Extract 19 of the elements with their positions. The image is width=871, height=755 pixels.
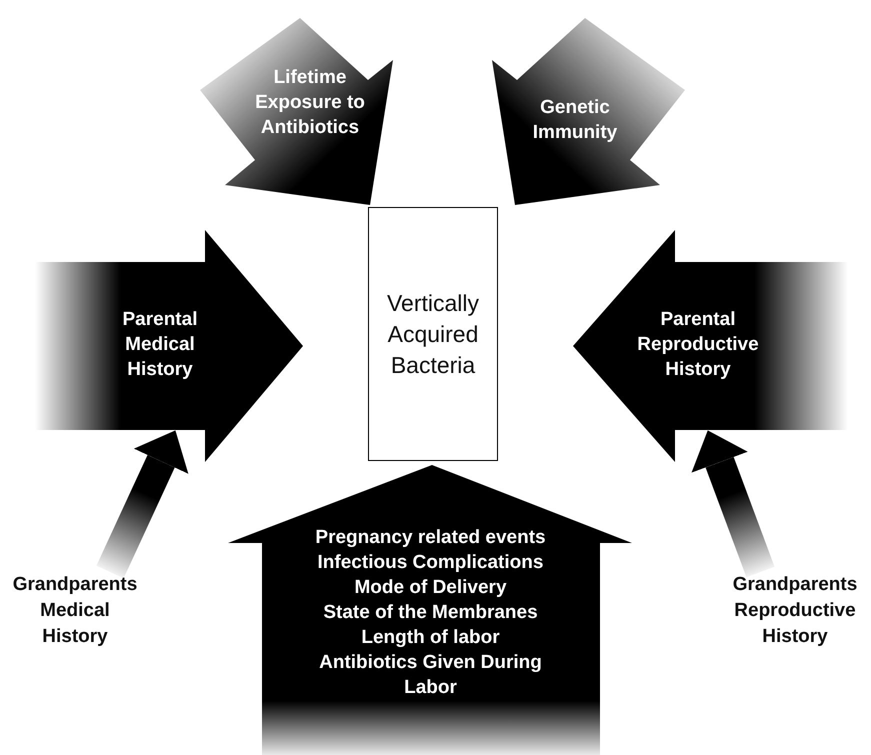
arrow-label: Parental Reproductive History [636,308,760,382]
arrow-label: Mode of Delivery [354,576,507,600]
node-label: Grandparents Reproductive History [732,573,858,649]
arrow-label: State of the Membranes [323,601,538,625]
arrow-label: Lifetime Exposure to Antibiotics [254,66,366,140]
arrow-label: Parental Medical History [122,308,198,382]
arrow-label: Genetic Immunity [532,96,618,145]
process-box [368,207,498,461]
arrow-label: Infectious Complications [318,551,544,575]
arrow-label: Pregnancy related events [315,526,546,550]
node-label: Grandparents Medical History [12,573,138,649]
arrow [692,430,775,578]
arrow-label: Length of labor [361,626,500,650]
block-arrow [573,230,848,463]
box-label: Vertically Acquired Bacteria [386,288,480,380]
block-arrow [228,465,633,755]
arrow-label: Antibiotics Given During Labor [318,651,543,700]
block-arrow [35,230,305,463]
arrow [96,430,188,578]
